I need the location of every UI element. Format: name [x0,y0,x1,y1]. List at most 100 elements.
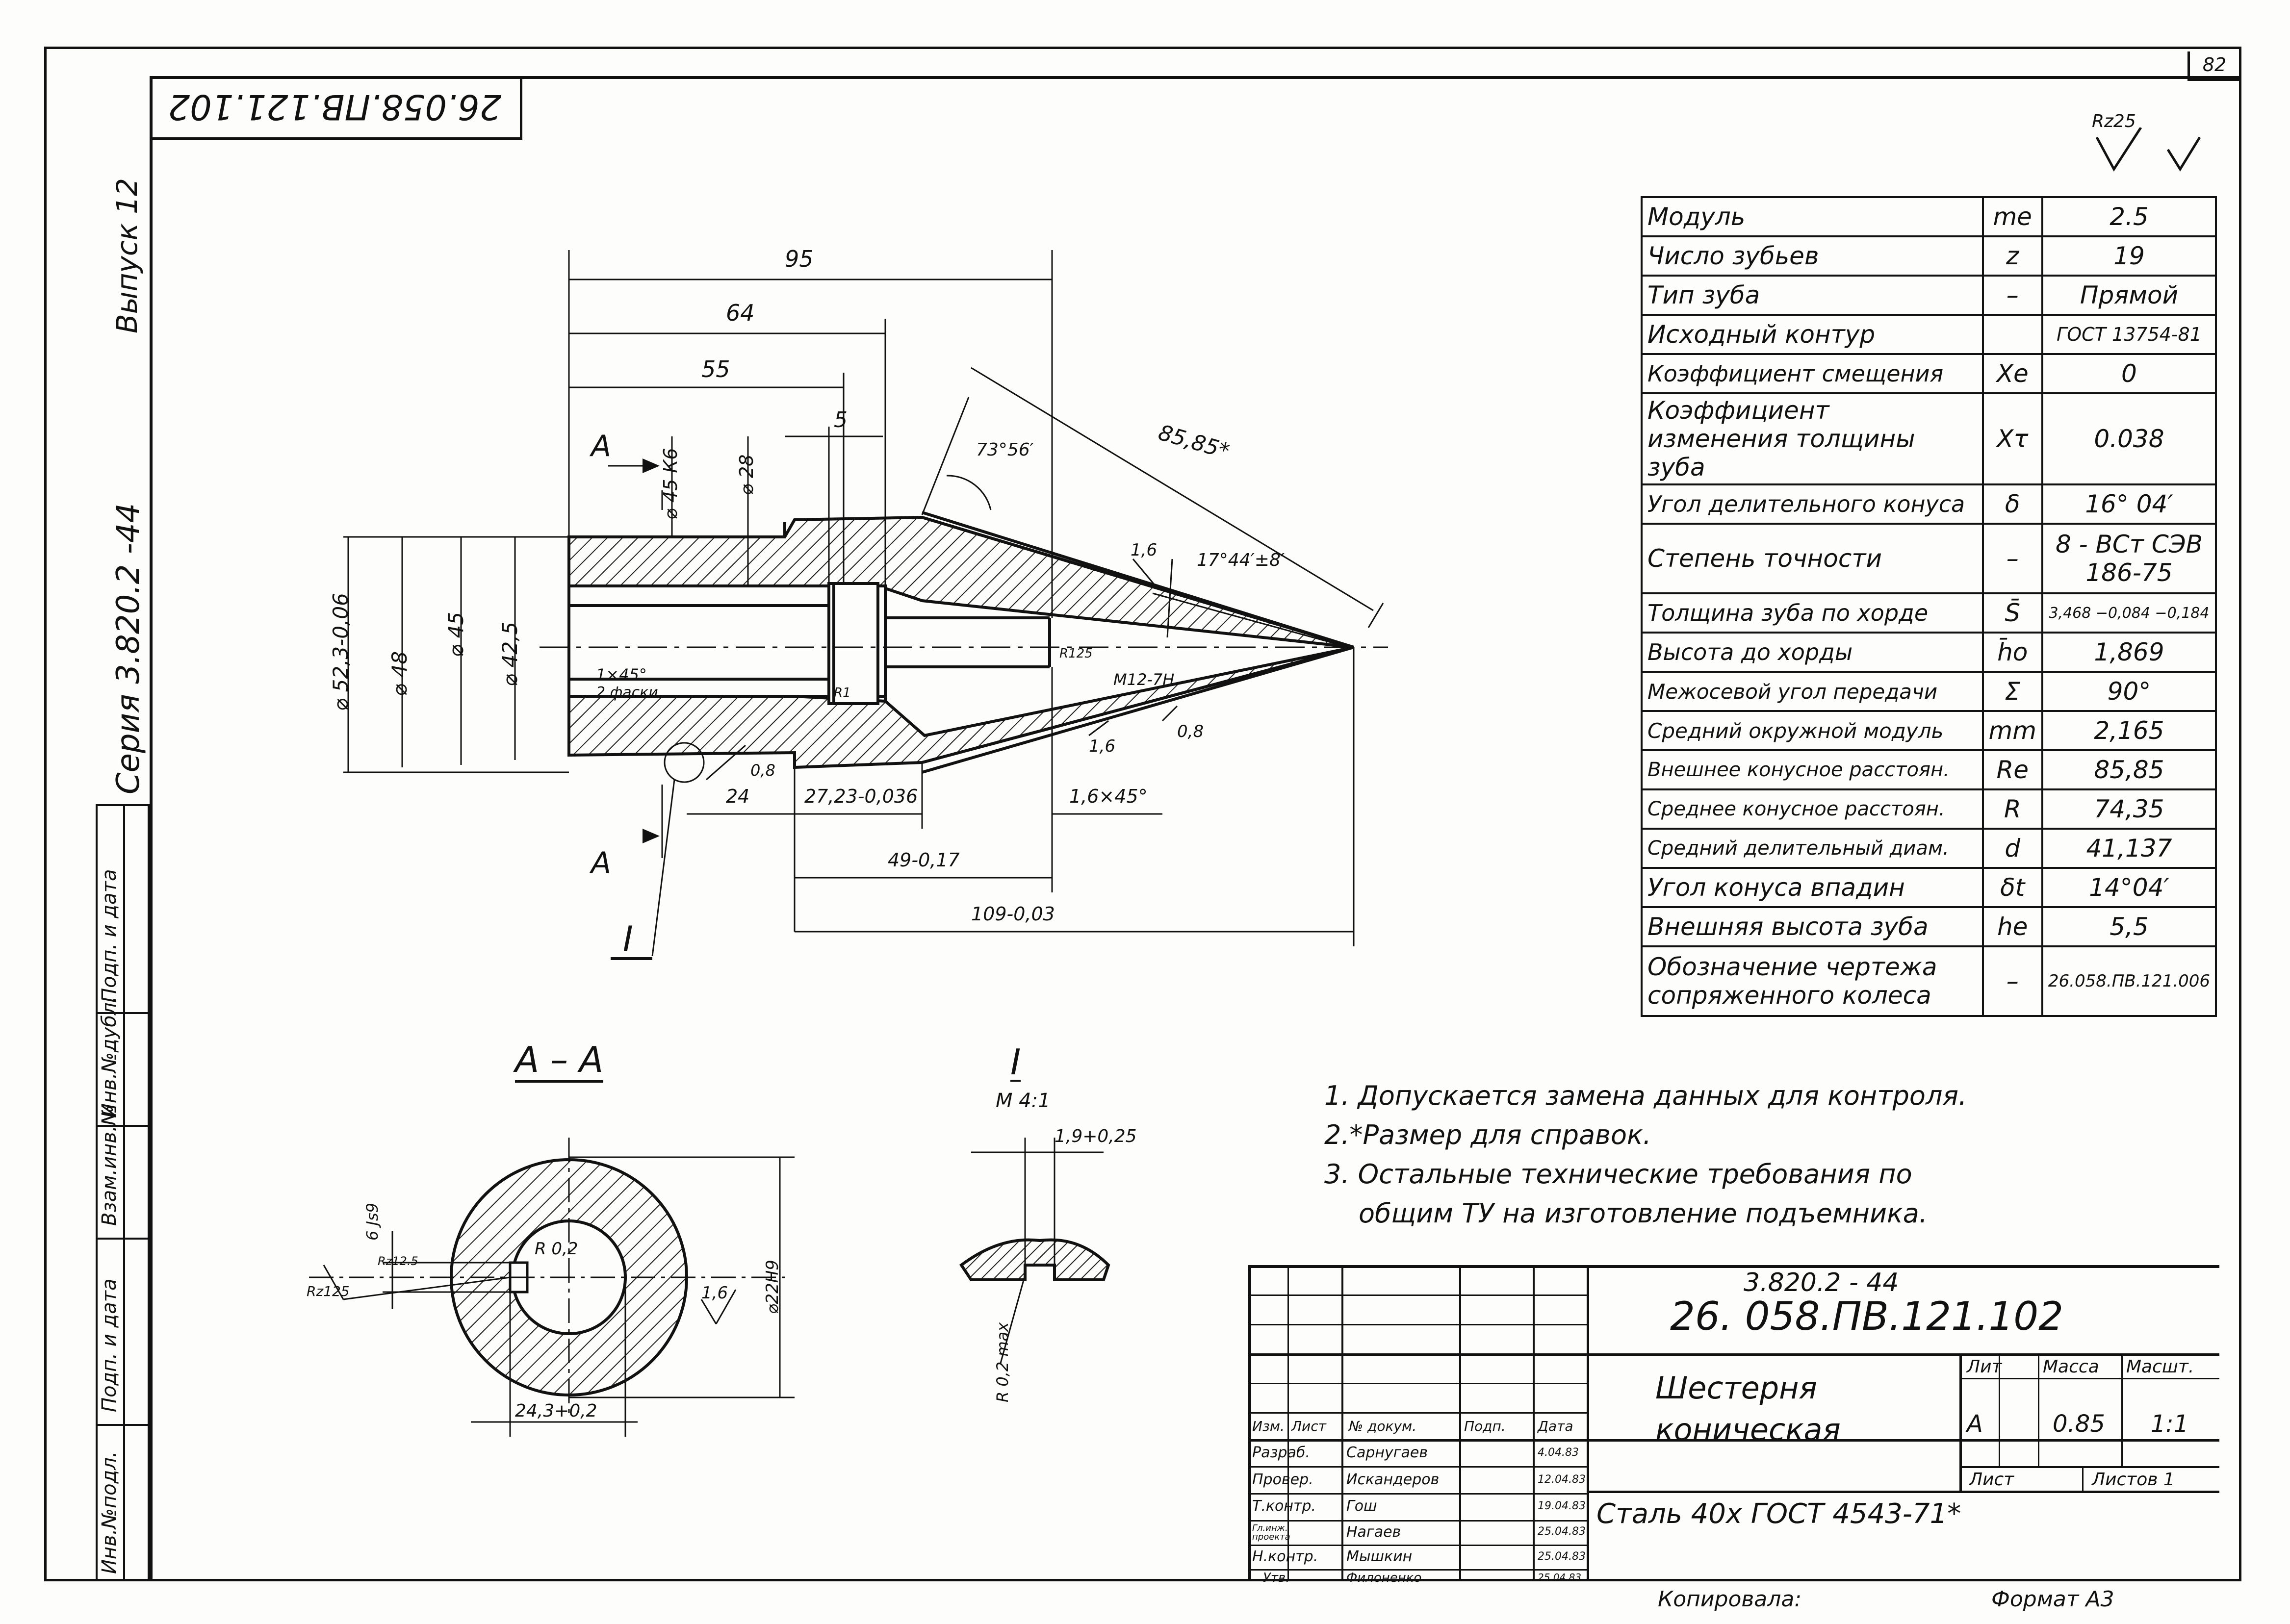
tb-hdr-podp: Подп. [1464,1418,1506,1434]
rough-r125: R125 [1059,646,1093,661]
table-row: Степень точности–8 - ВСт СЭВ 186-75 [1641,523,2217,594]
note-1: 1. Допускается замена данных для контрол… [1324,1080,1967,1111]
tb-part-name-1: Шестерня [1655,1370,1817,1406]
technical-notes: 1. Допускается замена данных для контрол… [1324,1076,1967,1233]
detail-i-label: I [623,919,633,959]
tb-role-3: Гл.инж. проекта [1252,1523,1290,1542]
thread-m12: M12-7H [1113,670,1175,689]
note-3: 3. Остальные технические требования по [1324,1159,1912,1190]
roughness-check-icon [2095,127,2201,172]
side-stamp-strip [96,804,150,1581]
aa-dim-24-3: 24,3+0,2 [515,1401,597,1421]
aa-dia-22h9: ⌀22H9 [763,1260,782,1314]
note-2: 2.*Размер для справок. [1324,1119,1651,1150]
sheet-border [44,47,2241,1581]
tb-code-big: 26. 058.ПВ.121.102 [1670,1294,2064,1339]
tb-role-1: Провер. [1252,1471,1313,1488]
title-block: 3.820.2 - 44 26. 058.ПВ.121.102 Шестерня… [1248,1265,2219,1585]
dia-48: ⌀ 48 [387,651,412,696]
dia-42-5: ⌀ 42,5 [498,621,522,686]
detail-i-dim-1-9: 1,9+0,25 [1055,1126,1137,1146]
detail-i-r02max: R 0,2 max [993,1322,1012,1402]
tb-name-3: Нагаев [1346,1523,1401,1541]
tb-date-2: 19.04.83 [1538,1500,1586,1512]
tb-hdr-date: Дата [1538,1418,1573,1434]
dim-64: 64 [726,300,755,326]
tb-mass-value: 0.85 [2053,1410,2105,1438]
tb-code-small: 3.820.2 - 44 [1744,1268,1899,1297]
dia-28: ⌀ 28 [736,454,757,495]
table-row: Тип зуба–Прямой [1641,275,2217,316]
tb-scale-value: 1:1 [2151,1410,2189,1438]
tb-role-4: Н.контр. [1252,1548,1318,1565]
copied-by-label: Копировала: [1658,1587,1802,1612]
radius-r1: R1 [834,685,851,700]
aa-rz12: Rz12.5 [378,1254,418,1268]
tb-hdr-izm: Изм. [1252,1418,1285,1434]
note-4: общим ТУ на изготовление подъемника. [1359,1198,1928,1229]
sheet-number: 82 [2187,51,2239,81]
tb-date-5: 25.04.83 [1538,1572,1582,1583]
dia-45-k6: ⌀ 45 К6 [660,448,681,520]
tb-role-2: Т.контр. [1252,1497,1316,1515]
tb-name-4: Мышкин [1346,1548,1413,1565]
section-aa-title: А – А [515,1042,604,1083]
rough-0-8-left: 0,8 [750,761,775,780]
rough-1-6-bottom: 1,6 [1089,736,1116,756]
section-aa-view [309,1138,795,1437]
tb-name-2: Гош [1346,1497,1377,1515]
dim-55: 55 [701,356,730,382]
tb-material: Сталь 40х ГОСТ 4543-71* [1596,1498,1961,1530]
tb-sheets-label: Листов 1 [2092,1470,2175,1490]
tb-name-0: Сарнугаев [1346,1444,1428,1461]
rough-1-6-top: 1,6 [1131,540,1158,560]
tb-name-5: Филоненко [1346,1571,1422,1585]
format-label: Формат А3 [1991,1587,2114,1612]
section-a-top: А [591,429,612,463]
dim-109: 109-0,03 [971,903,1055,925]
chamfer-2: 2 фаски [596,684,658,701]
dim-angle-17: 17°44′±8′ [1197,550,1285,570]
tb-date-3: 25.04.83 [1538,1525,1586,1538]
roughness-label: Rz25 [2092,111,2136,131]
section-a-bottom: А [591,846,612,880]
tb-date-1: 12.04.83 [1538,1473,1586,1486]
tb-role-0: Разраб. [1252,1444,1310,1461]
dim-95: 95 [785,246,814,272]
tb-role-5: Утв. [1263,1571,1290,1585]
tb-hdr-doc: № докум. [1349,1418,1417,1434]
tb-hdr-scale: Масшт. [2126,1357,2194,1377]
tb-lit-value: А [1967,1410,1983,1438]
top-drawing-code: 26.058.ПВ.121.102 [150,76,522,140]
rough-0-8-right: 0,8 [1177,722,1204,741]
aa-r0-2: R 0,2 [535,1239,578,1259]
detail-i-view [959,1138,1110,1364]
tb-part-name-2: коническая [1655,1412,1841,1447]
tb-date-0: 4.04.83 [1538,1446,1579,1459]
dim-49: 49-0,17 [888,849,960,871]
drawing-frame [150,76,2241,1581]
tb-hdr-mass: Масса [2043,1357,2099,1377]
tb-hdr-lit: Лит [1967,1357,2002,1377]
dim-angle-73: 73°56′ [976,440,1034,460]
aa-dim-6js9: 6 Js9 [363,1203,382,1241]
detail-i-scale: М 4:1 [996,1090,1051,1112]
dim-24: 24 [726,786,750,807]
dia-45: ⌀ 45 [444,611,468,657]
